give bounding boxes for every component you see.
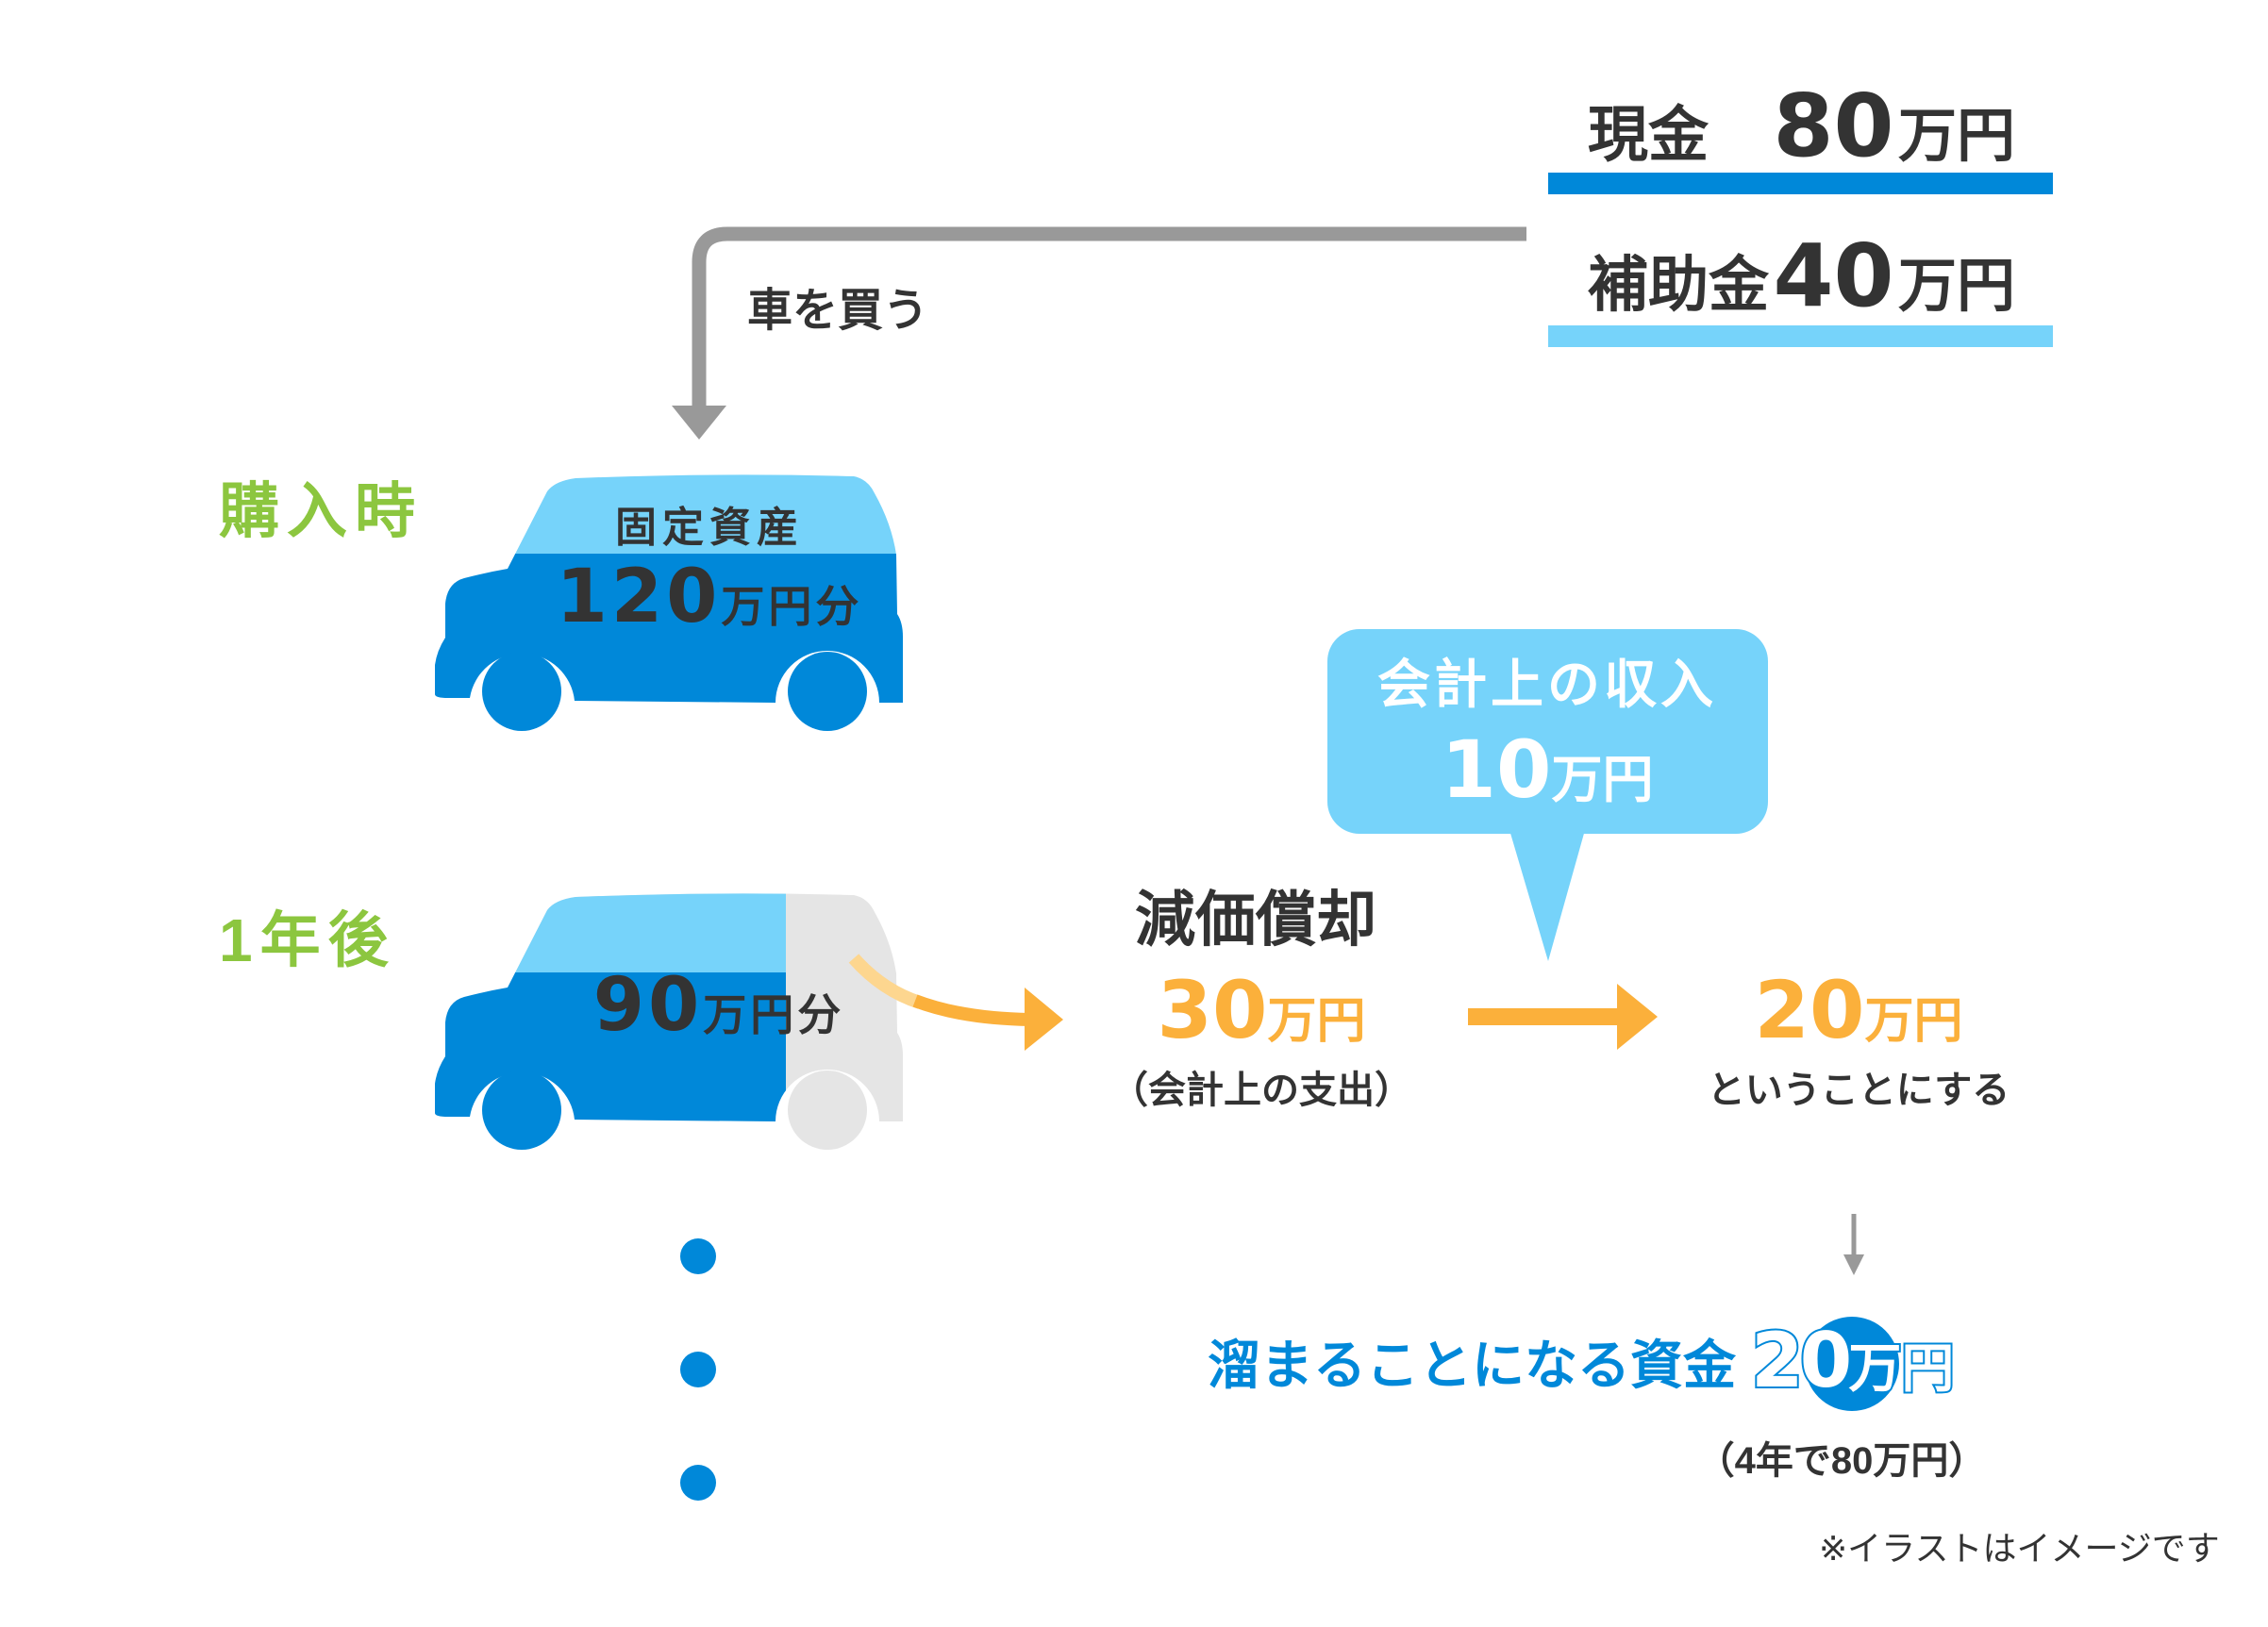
savings-label: 溜まることになる資金: [1208, 1336, 1736, 1395]
car-wheel: [482, 1071, 561, 1150]
result-arrow-head: [1617, 984, 1658, 1050]
car-wheel: [482, 652, 561, 731]
fixed-asset-title: 固定資産: [615, 505, 804, 551]
savings-value: 20万円: [1749, 1321, 1956, 1401]
savings-unit: 万円: [1846, 1338, 1956, 1398]
savings-note: （4年で80万円）: [1696, 1440, 1987, 1482]
cash-unit: 万円: [1897, 104, 2015, 169]
purchase-arrow-head: [672, 406, 726, 440]
result-arrow-shaft: [1468, 1008, 1621, 1025]
net-unit: 万円: [1864, 994, 1963, 1049]
net-amount: 20: [1754, 964, 1865, 1056]
purchase-arrow: [692, 226, 1526, 407]
subsidy-amount: 40: [1773, 225, 1894, 326]
stage-at-purchase: 購入時: [219, 477, 423, 545]
depreciation-unit: 万円: [1267, 994, 1366, 1049]
income-amount: 10: [1441, 723, 1552, 816]
net-note: ということにする: [1707, 1070, 2010, 1111]
fixed-asset-value: 120万円分: [557, 560, 863, 634]
continuation-dot: [680, 1352, 716, 1387]
continuation-dot: [680, 1238, 716, 1274]
depreciation-curve-arrow-head: [1025, 988, 1063, 1051]
savings-arrow-head: [1843, 1254, 1864, 1275]
purchase-label: 車を買う: [747, 286, 929, 336]
depreciation-value: 30万円: [1158, 971, 1366, 1050]
car-wheel-depreciated: [788, 1071, 867, 1150]
stage-after-one-year: 1年後: [219, 906, 396, 974]
subsidy-unit: 万円: [1897, 254, 2015, 319]
cash-label: 現金: [1588, 101, 1709, 169]
income-bubble-value: 10万円: [1442, 730, 1654, 809]
savings-highlight-circle: [1805, 1317, 1899, 1411]
disclaimer: ※イラストはイメージです: [1819, 1529, 2220, 1568]
income-bubble-title: 会計上の収入: [1377, 655, 1717, 714]
depreciation-curve-arrow: [912, 994, 1031, 1026]
depreciation-title: 減価償却: [1135, 886, 1376, 954]
cash-amount: 80: [1773, 75, 1894, 176]
net-value: 20万円: [1755, 971, 1963, 1050]
income-bubble-box: [1327, 629, 1768, 834]
savings-amount: 20: [1749, 1317, 1854, 1404]
depreciation-curve-arrow-fade: [848, 954, 923, 1009]
subsidy-row: 補助金 40 万円: [1588, 233, 2015, 320]
remaining-unit: 万円分: [703, 990, 845, 1039]
subsidy-label: 補助金: [1588, 251, 1769, 319]
depreciation-note: （会計上の支出）: [1110, 1070, 1412, 1111]
car-wheel: [788, 652, 867, 731]
income-unit: 万円: [1551, 752, 1654, 808]
subsidy-bar: [1548, 325, 2053, 347]
remaining-amount: 90: [592, 963, 704, 1048]
cash-row: 現金 80 万円: [1588, 83, 2015, 170]
depreciation-amount: 30: [1157, 964, 1268, 1056]
cash-bar: [1548, 173, 2053, 194]
fixed-asset-amount: 120: [556, 555, 722, 639]
income-bubble-tail: [1509, 830, 1585, 961]
remaining-value: 90万円分: [593, 969, 845, 1042]
fixed-asset-unit: 万円分: [721, 582, 863, 631]
continuation-dot: [680, 1465, 716, 1501]
